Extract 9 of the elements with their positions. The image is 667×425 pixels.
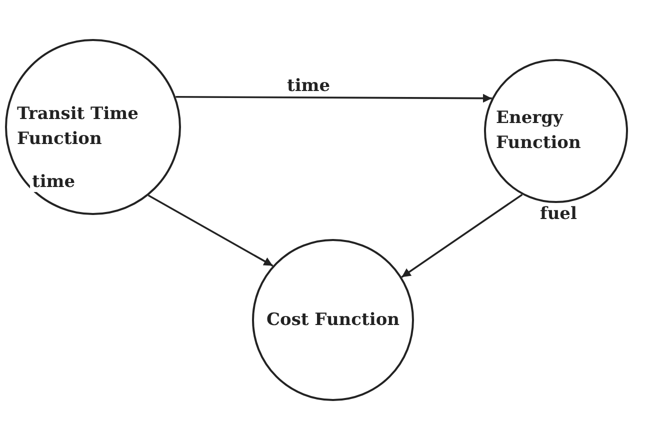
arrow [148, 194, 274, 267]
process-circle [252, 239, 414, 401]
arrow [176, 94, 492, 103]
node-label: Energy Function [496, 107, 582, 155]
edge-label: time [30, 172, 78, 192]
process-circle [484, 59, 628, 203]
arrow [401, 194, 523, 278]
node-label: Transit Time Function [17, 103, 140, 151]
node-label: Cost Function [266, 308, 400, 332]
